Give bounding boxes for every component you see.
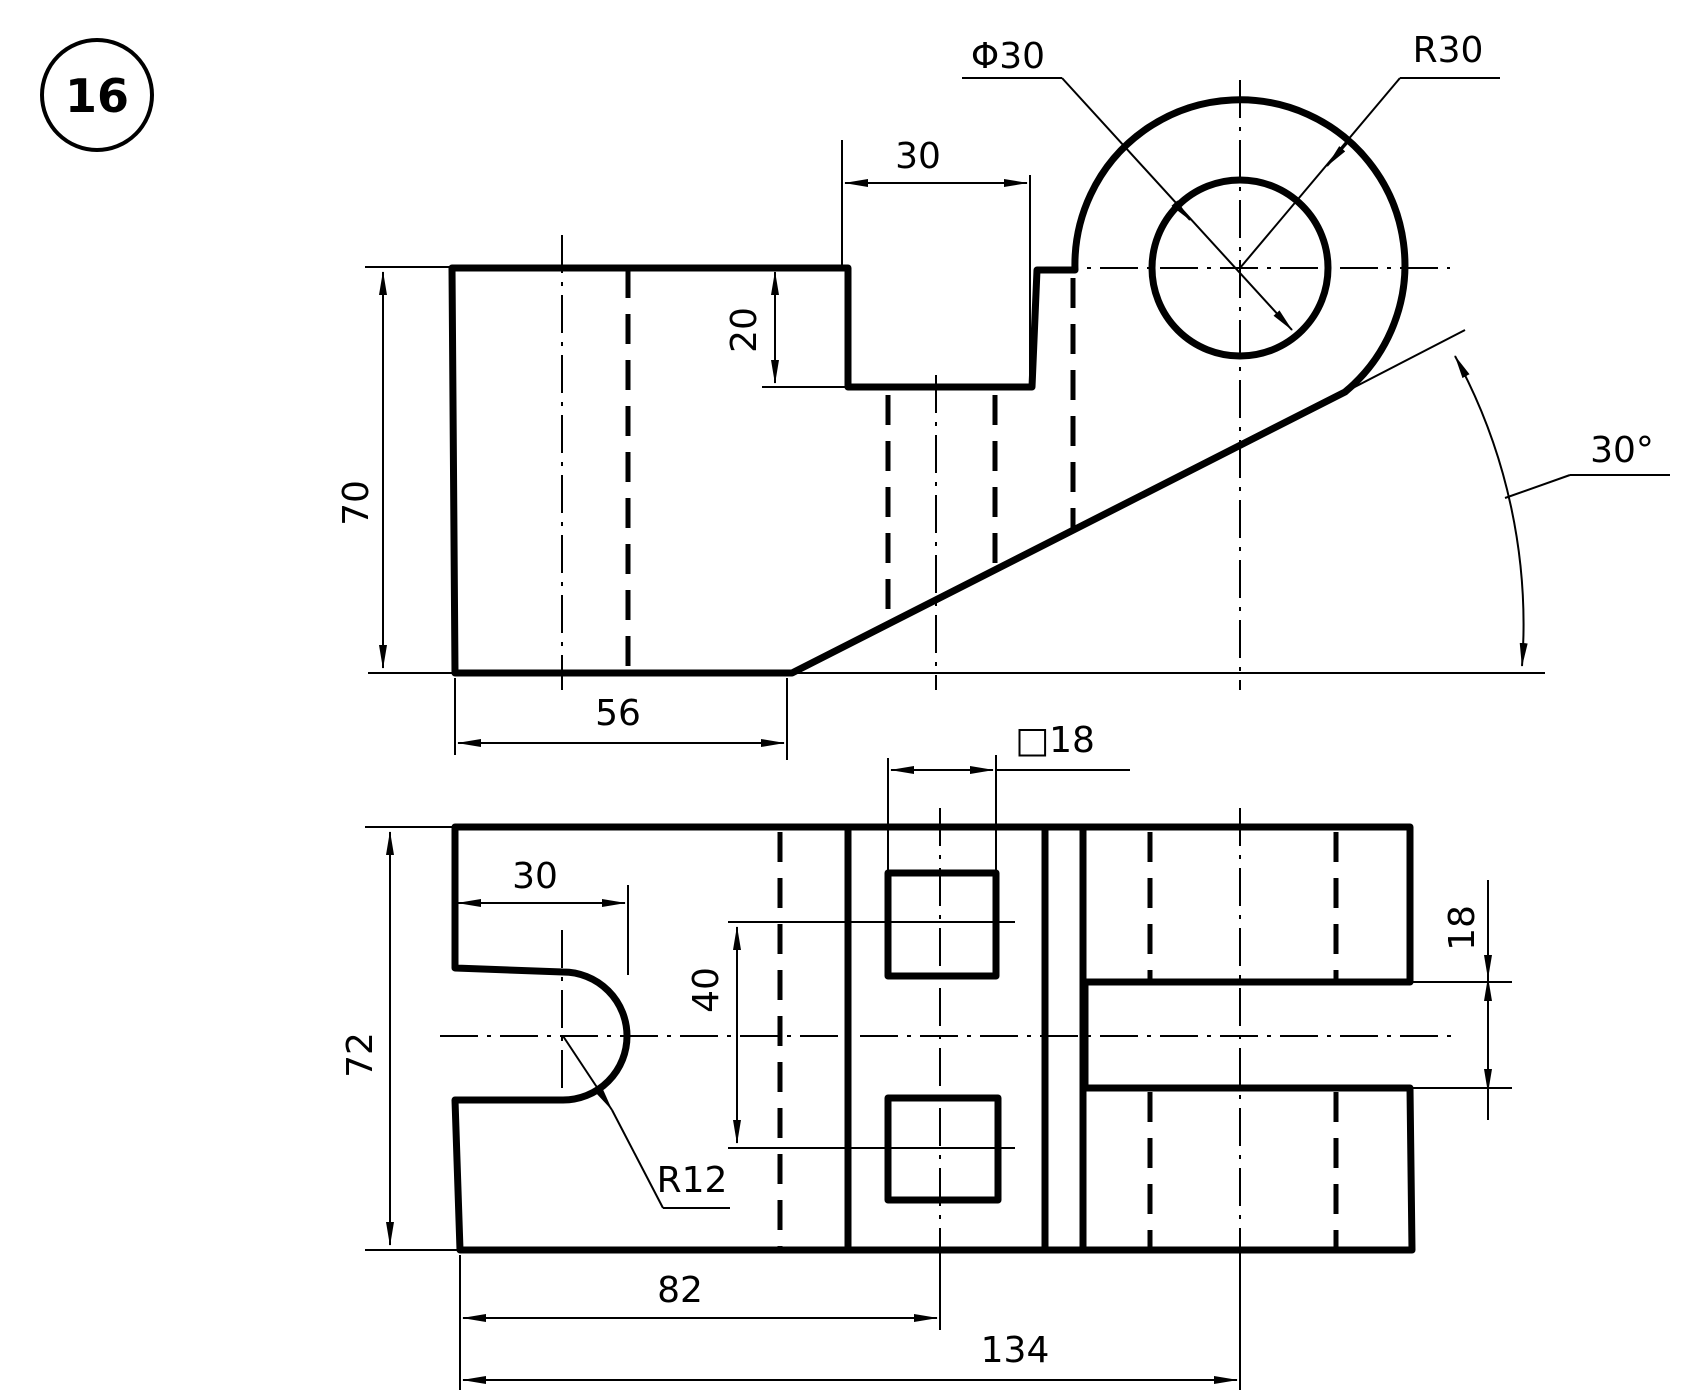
dimension-18-gap: 18 (1412, 880, 1512, 1120)
dim-label-134: 134 (981, 1330, 1050, 1371)
dim-label-40: 40 (686, 967, 727, 1013)
leader-line (1239, 77, 1401, 269)
square-hole-top (884, 869, 1000, 980)
figure-number-badge: 16 (40, 38, 154, 152)
dimension-72: 72 (340, 826, 458, 1251)
dimension-56: 56 (454, 678, 788, 760)
dim-label-20: 20 (724, 307, 765, 353)
leader-arrow-to-arc (562, 1035, 613, 1111)
dimension-30-degrees: 30° (1344, 329, 1670, 667)
leader-arrow-inner (1171, 200, 1191, 221)
front-view-outline (448, 96, 1409, 677)
dimension-30-notch: 30 (457, 856, 629, 975)
dim-label-70: 70 (336, 480, 377, 526)
dim-label-phi30: Φ30 (971, 36, 1045, 77)
dimension-134: 134 (462, 1330, 1238, 1384)
angle-arc (1454, 355, 1528, 667)
dimension-40: 40 (686, 921, 1015, 1149)
dim-label-18-gap: 18 (1442, 905, 1483, 951)
dim-label-30-notch: 30 (512, 856, 558, 897)
dimension-r12: R12 (562, 1035, 730, 1209)
top-view-outline (451, 823, 1416, 1254)
dimension-phi30: Φ30 (962, 36, 1293, 331)
dim-label-72: 72 (340, 1032, 381, 1078)
dim-label-r30: R30 (1413, 30, 1484, 71)
dimension-82: 82 (462, 1270, 938, 1322)
dimension-square-18: □18 (887, 720, 1130, 870)
top-view (440, 808, 1460, 1390)
dimension-70: 70 (336, 266, 450, 669)
angle-extension (1344, 329, 1466, 393)
dim-label-r12: R12 (657, 1160, 728, 1201)
leader-line (1504, 474, 1571, 499)
leader-arrow (1326, 139, 1351, 167)
leader-line (611, 1109, 664, 1209)
dimension-30-slot: 30 (841, 136, 1031, 385)
figure-number: 16 (65, 69, 129, 123)
dimension-r30: R30 (1239, 30, 1500, 269)
dim-label-82: 82 (657, 1270, 703, 1311)
dim-label-30-degrees: 30° (1590, 430, 1654, 471)
badge-circle (40, 38, 154, 152)
front-view (368, 80, 1545, 690)
dimension-20: 20 (724, 271, 845, 388)
dim-label-square-18: □18 (1015, 720, 1095, 761)
dim-label-30-slot: 30 (895, 136, 941, 177)
dim-label-56: 56 (595, 693, 641, 734)
